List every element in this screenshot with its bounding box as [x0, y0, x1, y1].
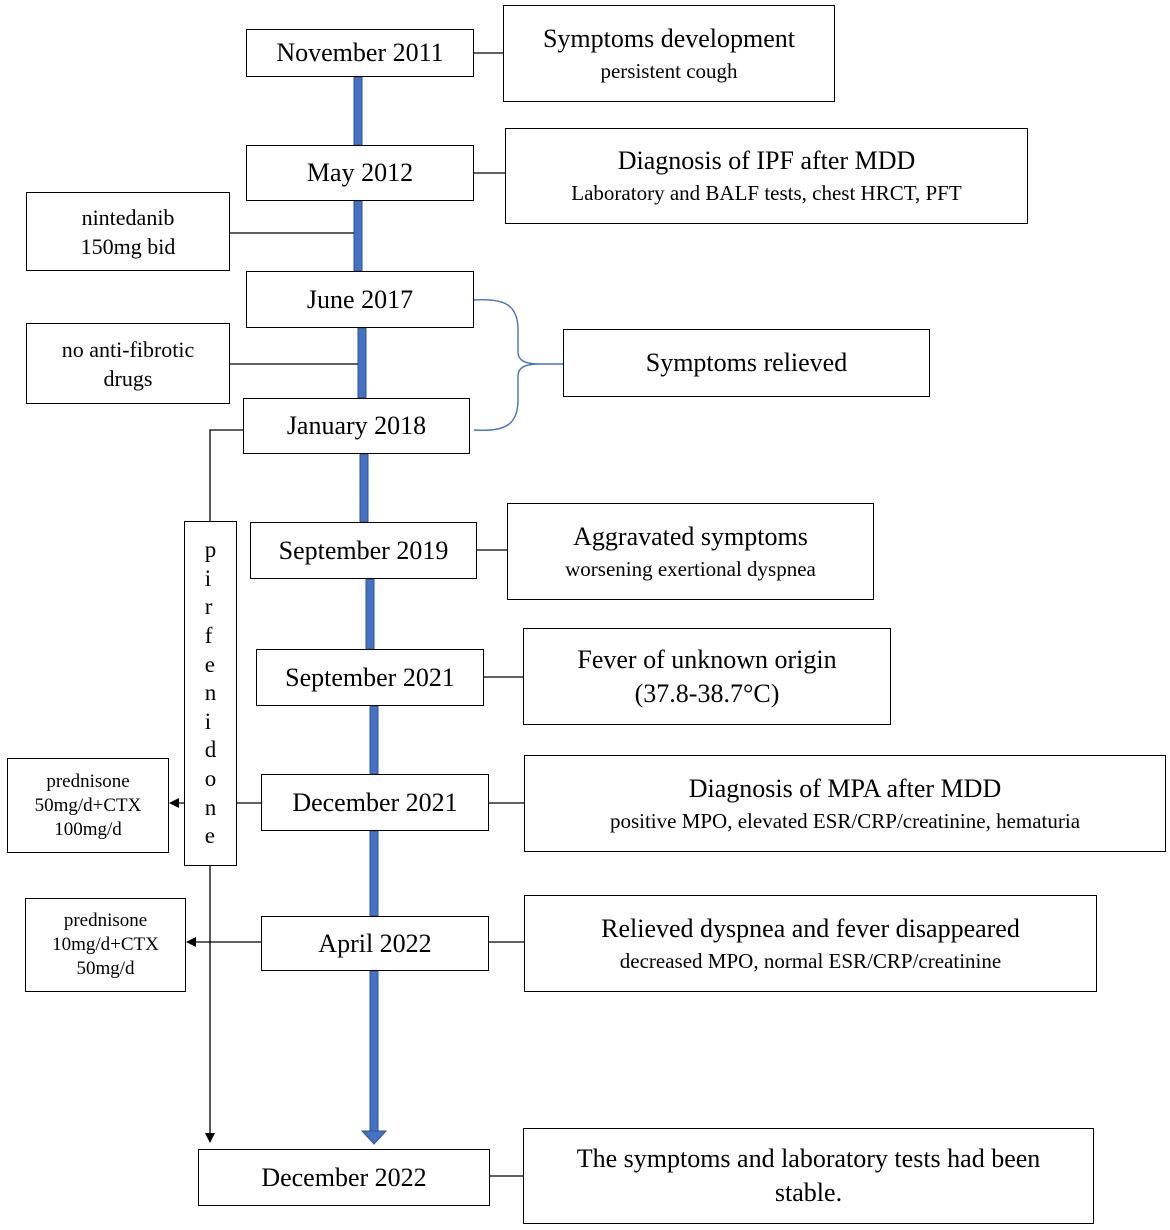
event-detail: worsening exertional dyspnea: [565, 556, 816, 581]
event-mpa-diagnosis: Diagnosis of MPA after MDD positive MPO,…: [524, 755, 1166, 852]
date-may-2012: May 2012: [246, 145, 474, 201]
event-aggravated-symptoms: Aggravated symptoms worsening exertional…: [507, 503, 874, 600]
event-symptoms-relieved: Symptoms relieved: [563, 329, 930, 397]
main-timeline-arrow: [353, 76, 388, 1145]
event-detail: (37.8-38.7°C): [634, 678, 780, 708]
event-symptoms-development: Symptoms development persistent cough: [503, 5, 835, 102]
treatment-line: prednisone: [63, 910, 148, 931]
treatment-line: drugs: [103, 365, 153, 391]
treatment-line: prednisone: [46, 770, 130, 792]
date-april-2022: April 2022: [261, 916, 489, 971]
date-december-2022: December 2022: [198, 1149, 490, 1206]
treatment-line: 150mg bid: [80, 233, 176, 259]
date-january-2018: January 2018: [243, 398, 470, 454]
date-june-2017: June 2017: [246, 271, 474, 328]
treatment-line: 50mg/d: [76, 958, 135, 979]
treatment-line: 50mg/d+CTX: [34, 794, 142, 816]
treatment-line: nintedanib: [81, 204, 175, 230]
event-detail: decreased MPO, normal ESR/CRP/creatinine: [619, 948, 1002, 973]
treatment-prednisone-50: prednisone 50mg/d+CTX 100mg/d: [7, 758, 169, 853]
treatment-line: no anti-fibrotic: [61, 336, 195, 362]
event-detail: Laboratory and BALF tests, chest HRCT, P…: [571, 181, 962, 205]
date-november-2011: November 2011: [246, 29, 474, 77]
event-line: stable.: [774, 1178, 843, 1207]
event-relieved-dyspnea: Relieved dyspnea and fever disappeared d…: [524, 895, 1097, 992]
date-september-2021: September 2021: [256, 649, 484, 706]
event-detail: persistent cough: [600, 58, 738, 83]
event-title: Aggravated symptoms: [573, 521, 808, 551]
treatment-no-antifibrotic: no anti-fibrotic drugs: [26, 323, 230, 404]
event-title: Symptoms development: [542, 23, 796, 53]
symptoms-relieved-bracket: [473, 298, 563, 432]
treatment-prednisone-10: prednisone 10mg/d+CTX 50mg/d: [25, 898, 186, 992]
pirfenidone-start-line: [209, 429, 243, 521]
date-december-2021: December 2021: [261, 774, 489, 831]
event-detail: positive MPO, elevated ESR/CRP/creatinin…: [609, 808, 1081, 833]
event-line: The symptoms and laboratory tests had be…: [576, 1144, 1041, 1173]
event-title: Fever of unknown origin: [577, 644, 837, 674]
treatment-line: 100mg/d: [54, 818, 122, 840]
event-title: Diagnosis of MPA after MDD: [688, 773, 1002, 803]
event-stable: The symptoms and laboratory tests had be…: [523, 1128, 1094, 1224]
event-title: Relieved dyspnea and fever disappeared: [601, 913, 1020, 943]
event-ipf-diagnosis: Diagnosis of IPF after MDD Laboratory an…: [505, 128, 1028, 224]
date-september-2019: September 2019: [250, 522, 477, 579]
event-title: Diagnosis of IPF after MDD: [617, 146, 916, 175]
event-fever: Fever of unknown origin (37.8-38.7°C): [523, 628, 891, 725]
event-title: Symptoms relieved: [645, 348, 848, 377]
treatment-nintedanib: nintedanib 150mg bid: [26, 192, 230, 271]
treatment-line: 10mg/d+CTX: [52, 934, 159, 955]
